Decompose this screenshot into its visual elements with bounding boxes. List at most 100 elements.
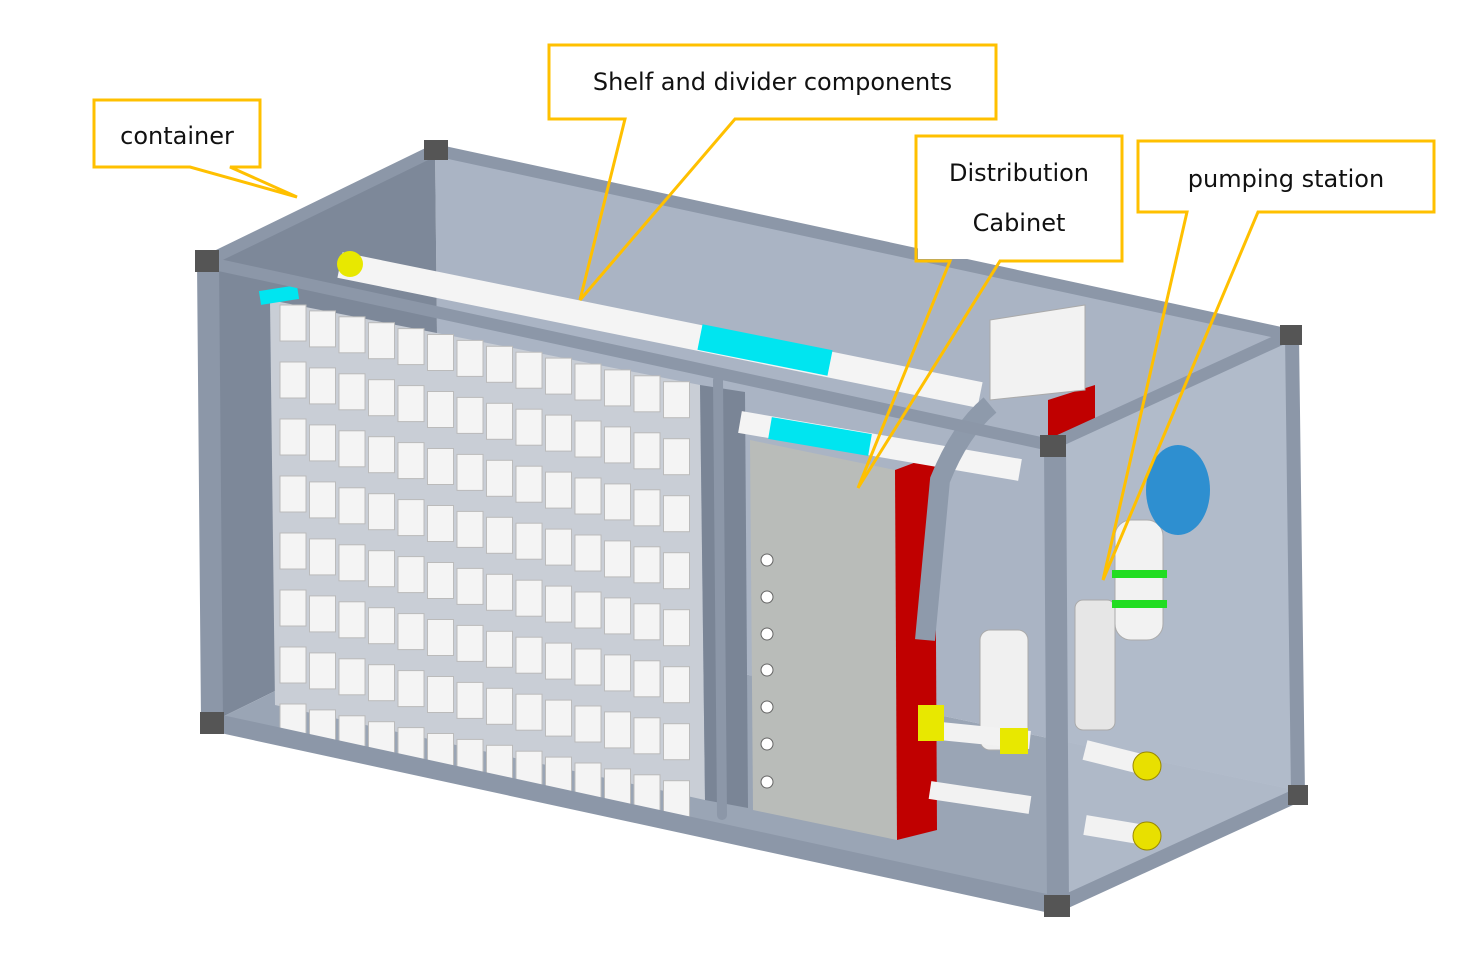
battery-cell	[633, 489, 661, 527]
battery-cell	[338, 544, 366, 582]
battery-cell	[279, 361, 307, 399]
battery-cell	[663, 381, 690, 419]
battery-cell	[338, 316, 366, 354]
battery-cell	[545, 528, 572, 566]
battery-cell	[397, 385, 425, 423]
battery-cell	[545, 471, 572, 509]
callout-shelf-shape	[547, 43, 998, 301]
battery-cell	[338, 601, 366, 639]
battery-cell	[574, 705, 602, 743]
battery-cell	[427, 391, 454, 428]
battery-cell	[545, 414, 572, 452]
battery-cell	[486, 516, 513, 554]
battery-cell	[427, 676, 454, 713]
callout-pumping-shape	[1101, 139, 1436, 581]
battery-cell	[427, 334, 454, 371]
battery-cell	[486, 402, 513, 440]
battery-cell	[633, 774, 661, 812]
battery-cell	[427, 619, 454, 656]
battery-cell	[279, 646, 307, 684]
callout-distribution-shape	[856, 134, 1124, 489]
battery-cell	[515, 636, 543, 674]
battery-cell	[515, 579, 543, 617]
battery-cell	[456, 681, 484, 719]
outlet-pipe-2	[928, 781, 1032, 814]
battery-cell	[456, 567, 484, 605]
battery-cell	[515, 351, 543, 389]
battery-cell	[545, 357, 572, 395]
battery-cell	[427, 448, 454, 485]
battery-cell	[397, 613, 425, 651]
battery-cell	[368, 379, 395, 417]
battery-cell	[604, 369, 631, 407]
battery-cell	[279, 304, 307, 342]
battery-cell	[604, 597, 631, 635]
battery-cell	[663, 723, 690, 761]
battery-cell	[604, 426, 631, 464]
battery-cell	[545, 699, 572, 737]
battery-cell	[663, 666, 690, 704]
callout-distribution-label-1: Distribution	[948, 159, 1089, 187]
callout-shapes	[92, 43, 1436, 581]
yellow-fitting-2	[1000, 728, 1028, 754]
battery-cell	[338, 430, 366, 468]
battery-cell	[574, 648, 602, 686]
battery-cell	[663, 438, 690, 476]
battery-cell	[309, 481, 336, 519]
battery-cell	[633, 432, 661, 470]
junction-box	[989, 304, 1086, 401]
battery-cell	[309, 424, 336, 462]
green-band	[1112, 570, 1167, 578]
pump-motor	[1074, 599, 1116, 731]
battery-cell	[456, 510, 484, 548]
battery-cell	[633, 603, 661, 641]
yellow-fitting	[918, 705, 944, 741]
down-pipe	[915, 397, 997, 641]
battery-cell	[368, 493, 395, 531]
callout-shelf-label: Shelf and divider components	[592, 68, 953, 96]
callout-container-shape	[92, 98, 298, 199]
battery-cell	[604, 483, 631, 521]
lower-pipe-cyan	[768, 417, 872, 456]
callout-distribution-label-2: Cabinet	[972, 209, 1066, 237]
battery-cell	[279, 589, 307, 627]
battery-cell	[545, 642, 572, 680]
battery-cell	[309, 538, 336, 576]
battery-cell	[338, 373, 366, 411]
callout-container-label: container	[120, 122, 234, 150]
battery-cell	[279, 418, 307, 456]
battery-cell	[633, 375, 661, 413]
battery-cell	[545, 585, 572, 623]
main-pipe-cyan	[697, 324, 833, 376]
battery-cells	[279, 304, 690, 818]
battery-cell	[279, 475, 307, 513]
battery-cell	[368, 322, 395, 360]
battery-cell	[486, 687, 513, 725]
battery-cell	[338, 487, 366, 525]
green-band-2	[1112, 600, 1167, 608]
battery-cell	[397, 499, 425, 537]
battery-cell	[397, 328, 425, 366]
cyan-stub	[258, 285, 300, 305]
battery-cell	[574, 420, 602, 458]
battery-cell	[663, 495, 690, 533]
corner-castings	[195, 140, 1308, 917]
battery-cell	[397, 442, 425, 480]
battery-cell	[309, 652, 336, 690]
battery-cell	[397, 670, 425, 708]
flange-1	[1132, 751, 1162, 781]
battery-cell	[279, 532, 307, 570]
battery-cell	[663, 609, 690, 647]
battery-cell	[604, 654, 631, 692]
battery-cell	[604, 540, 631, 578]
battery-cell	[633, 660, 661, 698]
container-frame	[197, 143, 1305, 916]
yellow-elbow	[337, 251, 363, 277]
battery-cell	[663, 552, 690, 590]
battery-cell	[368, 607, 395, 645]
battery-cell	[633, 717, 661, 755]
battery-cell	[663, 780, 690, 818]
expansion-tank	[1146, 445, 1210, 535]
battery-cell	[427, 562, 454, 599]
